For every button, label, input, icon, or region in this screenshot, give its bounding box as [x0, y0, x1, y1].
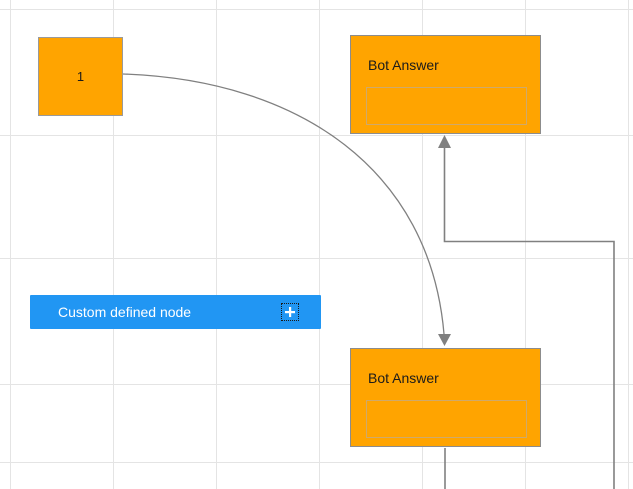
node-custom-defined-label: Custom defined node [58, 304, 192, 320]
plus-icon[interactable] [281, 303, 299, 321]
node-custom-defined[interactable]: Custom defined node [30, 295, 321, 329]
node-bot-answer-bottom-slot[interactable] [366, 400, 527, 438]
node-bot-answer-top[interactable]: Bot Answer [350, 35, 541, 134]
node-bot-answer-bottom[interactable]: Bot Answer [350, 348, 541, 447]
node-bot-answer-top-slot[interactable] [366, 87, 527, 125]
node-start[interactable]: 1 [38, 37, 123, 116]
node-start-label: 1 [76, 69, 85, 84]
node-bot-answer-top-title: Bot Answer [368, 57, 439, 73]
node-bot-answer-bottom-title: Bot Answer [368, 370, 439, 386]
